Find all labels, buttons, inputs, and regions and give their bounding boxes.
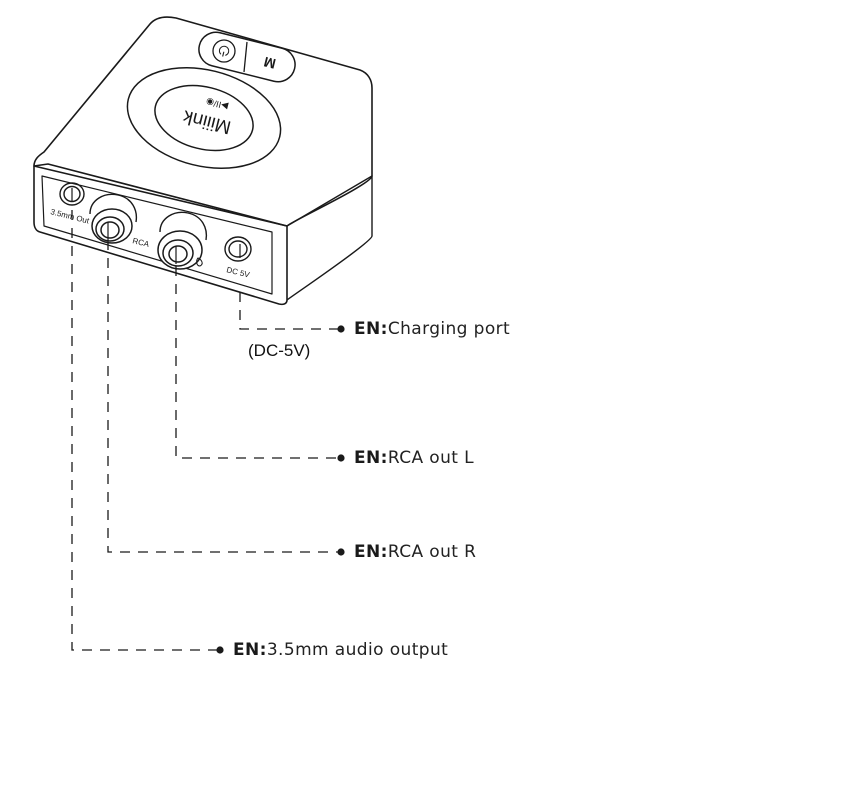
top-button-pill	[198, 31, 296, 83]
callout-rca-r: EN:RCA out R	[354, 542, 476, 562]
leader-dot-charging	[337, 325, 345, 333]
aux-port-label: 3.5mm Out	[50, 207, 91, 225]
aux-port	[59, 182, 85, 206]
power-button[interactable]: ⏻	[212, 39, 236, 63]
rca-port-label: RCA	[132, 236, 151, 249]
mode-button-label: M	[262, 54, 277, 72]
leader-line-rca-l	[175, 266, 338, 459]
leader-dot-rca-r	[337, 548, 345, 556]
rca-r-port	[89, 193, 138, 244]
mode-button[interactable]: M	[262, 54, 277, 72]
leader-dots	[216, 325, 345, 654]
dc-port-label: DC 5V	[226, 265, 252, 280]
callout-aux: EN:3.5mm audio output	[233, 640, 448, 660]
leader-line-charging	[239, 292, 338, 330]
leader-dot-rca-l	[337, 454, 345, 462]
dc-port	[224, 236, 252, 262]
callout-charging-sublabel: (DC-5V)	[248, 341, 311, 360]
callout-charging-prefix: EN:	[354, 319, 388, 339]
leader-line-aux	[71, 210, 217, 651]
leader-dot-aux	[216, 646, 224, 654]
callout-rca-r-prefix: EN:	[354, 542, 388, 562]
leader-line-rca-r	[107, 240, 338, 553]
callout-rca-r-text: RCA out R	[387, 542, 477, 562]
central-dial[interactable]	[117, 53, 292, 184]
power-icon: ⏻	[217, 42, 232, 60]
play-pause-icon: ▶II/◉	[205, 96, 229, 111]
callout-rca-l-text: RCA out L	[387, 448, 475, 468]
leader-lines	[71, 210, 338, 651]
callout-aux-text: 3.5mm audio output	[266, 640, 449, 660]
callout-charging: EN:Charging port	[354, 319, 510, 339]
callout-rca-l: EN:RCA out L	[354, 448, 474, 468]
device-body	[33, 16, 373, 306]
rca-l-port	[157, 211, 208, 270]
callout-rca-l-prefix: EN:	[354, 448, 388, 468]
callout-charging-text: Charging port	[387, 319, 511, 339]
callout-aux-prefix: EN:	[233, 640, 267, 660]
